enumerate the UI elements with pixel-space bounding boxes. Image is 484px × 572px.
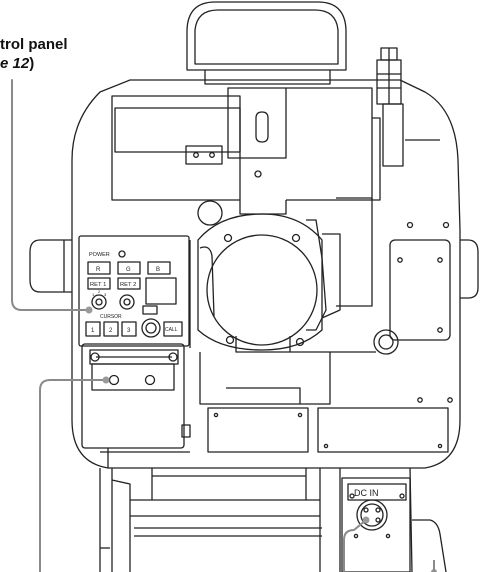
control-panel [78,235,190,347]
ret1-label: RET 1 [90,282,106,288]
panel-labels: POWER R G B RET 1 RET 2 1 2 3 CURSOR 1 2… [89,252,379,498]
shoulder-mount [99,467,447,572]
callout-title: trol panel [0,36,68,54]
left-strap-lug [29,239,72,293]
callout-page-ref: e 12) [0,55,34,73]
callout-dot-battery-plate [102,376,110,384]
callout-page-ref-text: e 12 [0,55,30,72]
battery-plate [81,343,191,449]
power-led [118,250,126,258]
callout-page-ref-close: ) [29,55,35,72]
call-button [163,321,183,337]
call-label: CALL [165,327,178,333]
right-strap-lug [460,239,479,299]
display-window [145,277,177,305]
knob-right [119,294,135,310]
color-button-label-1: R [96,267,101,273]
cursor-label: CURSOR [100,314,122,320]
right-side-panel [290,197,453,403]
leader-control-panel [11,79,89,311]
dc-in-label: DC IN [354,488,379,498]
button-ret2 [117,277,141,290]
num-button-1: 1 [91,328,95,334]
color-button-label-2: G [126,267,131,273]
leader-dc-in [343,519,367,572]
knob-left [91,294,107,310]
ret2-label: RET 2 [120,282,136,288]
button-3 [121,321,137,337]
lower-body [100,352,449,468]
dial-tick-3: 3 [104,292,107,297]
button-r [87,261,111,275]
lens-mount [189,200,341,353]
dial-tick-2: 2 [98,289,101,294]
power-label: POWER [89,252,110,258]
button-1 [85,321,101,337]
leader-battery-plate [39,379,105,572]
handle-bracket [376,47,404,167]
button-2 [103,321,119,337]
callout-dot-dc-in [362,516,370,524]
camera-body [71,79,461,469]
num-button-3: 3 [127,328,131,334]
button-b [147,261,171,275]
viewfinder-housing [186,1,347,85]
num-button-2: 2 [109,328,113,334]
button-g [117,261,141,275]
menu-switch [142,305,158,315]
callout-dot-control-panel [85,306,93,314]
menu-dial [141,318,161,338]
button-ret1 [87,277,111,290]
dial-tick-1: 1 [92,292,95,297]
color-button-label-3: B [156,267,160,273]
callout-title-text: trol panel [0,36,68,53]
